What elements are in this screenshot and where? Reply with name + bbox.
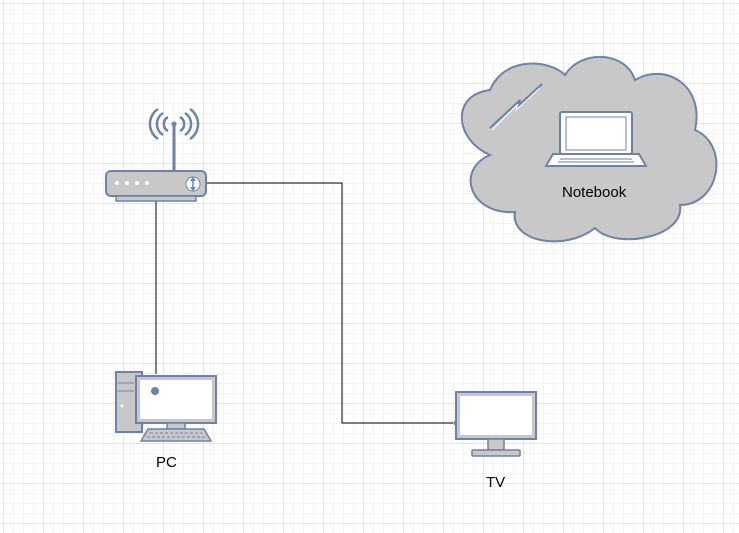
tv-label: TV (486, 474, 506, 491)
connector-router-tv[interactable] (206, 182, 456, 427)
desktop-pc-icon[interactable] (115, 371, 217, 442)
notebook-label: Notebook (562, 184, 627, 201)
pc-label: PC (156, 454, 177, 471)
wifi-router-icon[interactable] (105, 107, 207, 202)
tv-monitor-icon[interactable] (455, 391, 537, 457)
laptop-icon[interactable] (544, 111, 648, 167)
lightning-bolt-icon (489, 83, 543, 131)
